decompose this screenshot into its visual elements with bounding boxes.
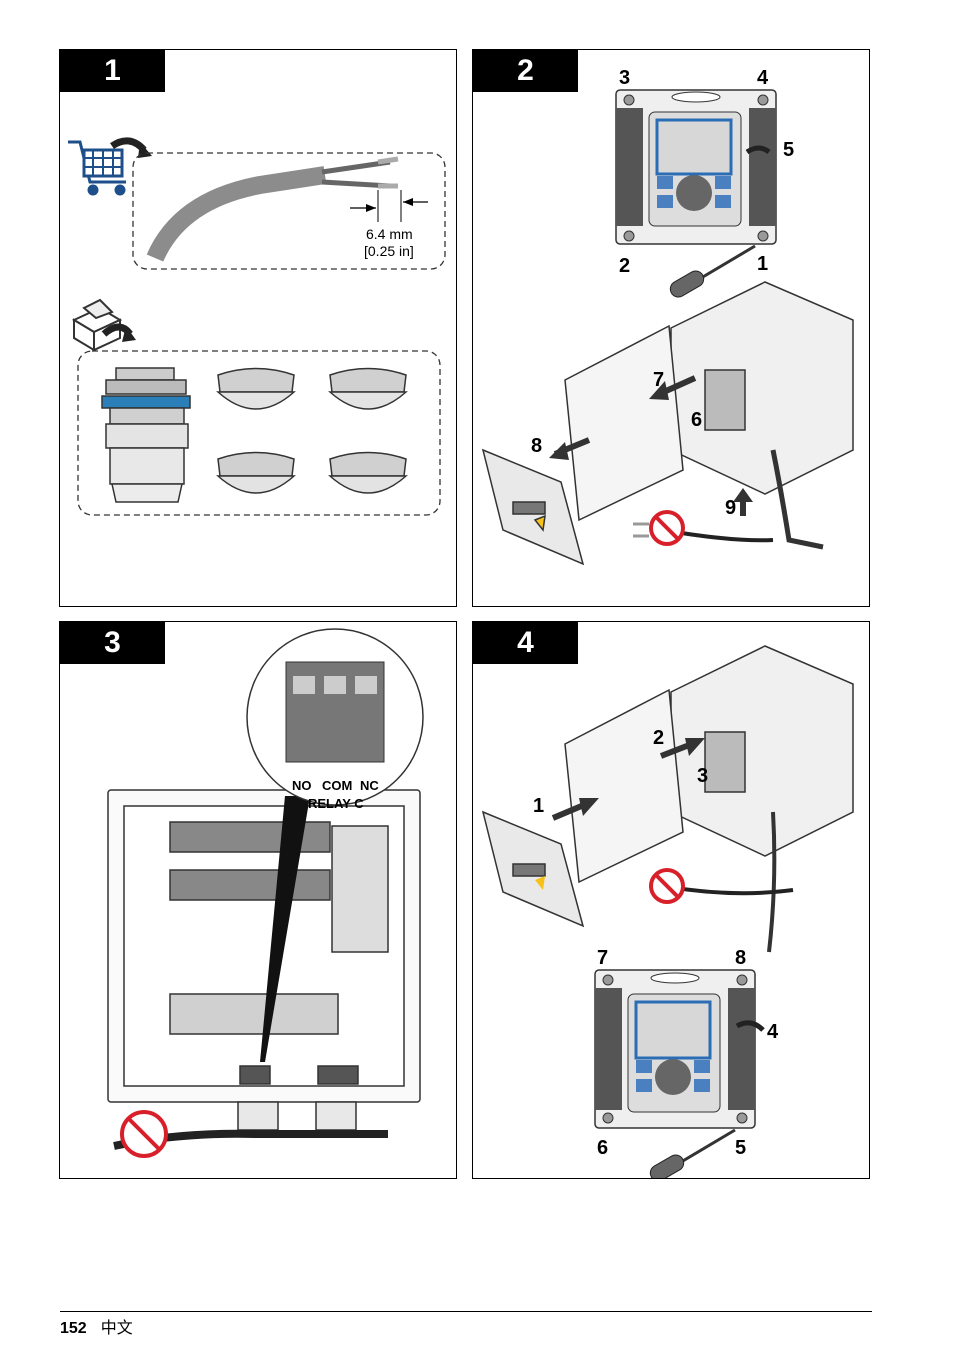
step-2-badge: 2 xyxy=(473,50,578,92)
callout-2: 2 xyxy=(619,255,630,277)
page-footer: 152 中文 xyxy=(60,1314,133,1338)
step-3-panel: 3 NO xyxy=(59,621,457,1179)
detached-door xyxy=(481,448,585,566)
callout-6: 6 xyxy=(691,409,702,431)
relay-connector-zoom xyxy=(246,628,424,806)
cable-icon xyxy=(146,166,327,262)
terminal-no: NO xyxy=(292,778,312,793)
no-power-icon-4 xyxy=(649,868,685,904)
language-label: 中文 xyxy=(100,1318,133,1337)
callout-3: 3 xyxy=(619,67,630,89)
shopping-cart-icon xyxy=(68,140,126,196)
callout-5: 5 xyxy=(783,139,794,161)
page-number: 152 xyxy=(60,1320,87,1337)
controller-front xyxy=(615,89,777,245)
callout-4-5: 5 xyxy=(735,1137,746,1159)
terminal-nc: NC xyxy=(360,778,379,793)
package-icon xyxy=(71,298,123,352)
callout-4-4: 4 xyxy=(767,1021,779,1043)
callout-4: 4 xyxy=(757,67,769,89)
step-3-illustration: NO COM NC RELAY C xyxy=(107,628,424,1158)
no-power-icon-3 xyxy=(120,1110,168,1158)
dimension-in: [0.25 in] xyxy=(364,243,414,259)
callout-4-7: 7 xyxy=(597,947,608,969)
open-enclosure xyxy=(564,281,854,550)
sealing-plugs xyxy=(216,367,408,494)
callout-4-6: 6 xyxy=(597,1137,608,1159)
cable-gland-icon xyxy=(101,367,191,503)
callout-8: 8 xyxy=(531,435,542,457)
callout-9: 9 xyxy=(725,497,736,519)
footer-rule xyxy=(60,1311,872,1312)
screwdriver-icon xyxy=(669,244,756,298)
no-power-icon xyxy=(649,510,685,546)
callout-4-8: 8 xyxy=(735,947,746,969)
step-4-badge: 4 xyxy=(473,622,578,664)
callout-4-3: 3 xyxy=(697,765,708,787)
callout-7: 7 xyxy=(653,369,664,391)
step-4-panel: 4 2 1 3 xyxy=(472,621,870,1179)
dimension-mm: 6.4 mm xyxy=(366,226,413,242)
step-2-illustration: 3 4 5 2 1 7 6 8 9 xyxy=(481,67,854,566)
callout-4-1: 1 xyxy=(533,795,544,817)
controller-front-closed xyxy=(594,969,756,1129)
callout-1: 1 xyxy=(757,253,768,275)
step-3-badge: 3 xyxy=(60,622,165,664)
step-1-illustration: 6.4 mm [0.25 in] xyxy=(68,137,446,516)
relay-label: RELAY C xyxy=(308,796,364,811)
terminal-com: COM xyxy=(322,778,352,793)
step-1-badge: 1 xyxy=(60,50,165,92)
callout-4-2: 2 xyxy=(653,727,664,749)
step-2-panel: 2 3 4 5 2 1 xyxy=(472,49,870,607)
step-1-panel: 1 6.4 mm [0.25 in] xyxy=(59,49,457,607)
step-4-illustration: 2 1 3 7 8 4 6 5 xyxy=(481,645,854,1178)
